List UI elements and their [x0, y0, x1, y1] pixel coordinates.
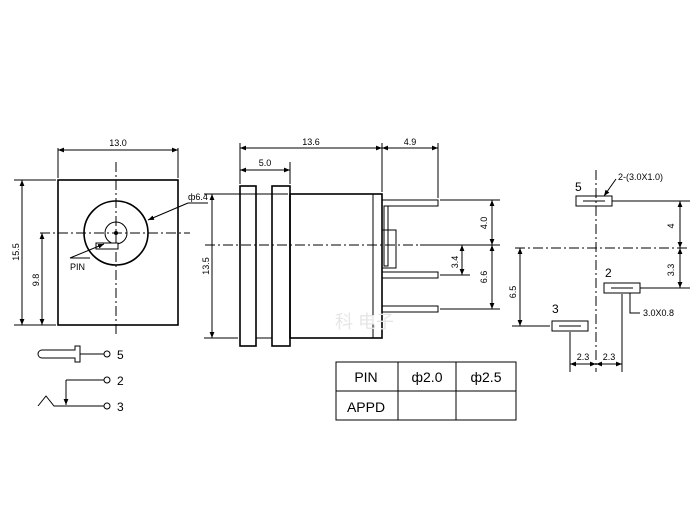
table-header-d25: ф2.5 — [471, 369, 502, 385]
pad-5-size-label: 2-(3.0X1.0) — [618, 172, 663, 182]
pad-dim-mid-label: 3.3 — [666, 264, 676, 277]
table-header-pin: PIN — [354, 369, 377, 385]
front-hole-diameter-label: ф6.4 — [188, 192, 208, 202]
pad-dim-left-label: 6.5 — [508, 286, 518, 299]
front-view: 13.0 15.5 9.8 ф6.4 PIN — [11, 138, 208, 335]
front-contact — [95, 242, 119, 250]
schematic-symbol: 5 2 3 — [37, 345, 124, 414]
front-center-height-label: 9.8 — [31, 274, 41, 287]
front-height-label: 15.5 — [11, 243, 21, 261]
side-pin-offset-label: 3.4 — [450, 256, 460, 269]
front-body — [57, 179, 179, 326]
watermark: 科 电子 — [335, 312, 394, 332]
pad-2-size-label: 3.0X0.8 — [643, 308, 674, 318]
side-flange-front — [239, 185, 257, 347]
pad-dim-bottom-left-label: 2.3 — [577, 352, 590, 362]
pad-layout: 5 2-(3.0X1.0) 2 3.0X0.8 3 4 3.3 6.5 2.3 … — [508, 170, 690, 372]
side-pin-extension-label: 4.9 — [404, 137, 417, 147]
side-length-label: 13.6 — [302, 137, 320, 147]
front-width-label: 13.0 — [109, 138, 127, 148]
pad-2-label: 2 — [605, 266, 612, 280]
side-pin-mid — [381, 271, 439, 279]
side-view: 13.6 5.0 4.9 13.5 4.0 3.4 6.6 科 电子 — [201, 137, 500, 347]
pad-5-label: 5 — [575, 180, 582, 194]
schematic-pin-2-label: 2 — [117, 374, 124, 388]
side-height-label: 13.5 — [201, 257, 211, 275]
side-flange-rear — [271, 185, 291, 347]
side-pin-spacing-low-label: 6.6 — [479, 271, 489, 284]
schematic-pin-3-label: 3 — [117, 400, 124, 414]
schematic-pin-1-label: 5 — [117, 348, 124, 362]
side-pin-low — [381, 305, 439, 313]
side-pin-spacing-top-label: 4.0 — [479, 217, 489, 230]
front-pin-label: PIN — [70, 262, 85, 272]
side-flange-label: 5.0 — [259, 158, 272, 168]
pad-dim-top-label: 4 — [666, 223, 676, 228]
pad-3 — [551, 320, 589, 332]
pad-dim-bottom-right-label: 2.3 — [603, 352, 616, 362]
spec-table: PIN ф2.0 ф2.5 APPD — [335, 361, 517, 421]
table-header-d20: ф2.0 — [412, 369, 443, 385]
table-row-label: APPD — [347, 399, 385, 415]
pad-3-label: 3 — [552, 302, 559, 316]
side-pin-top — [382, 199, 439, 212]
